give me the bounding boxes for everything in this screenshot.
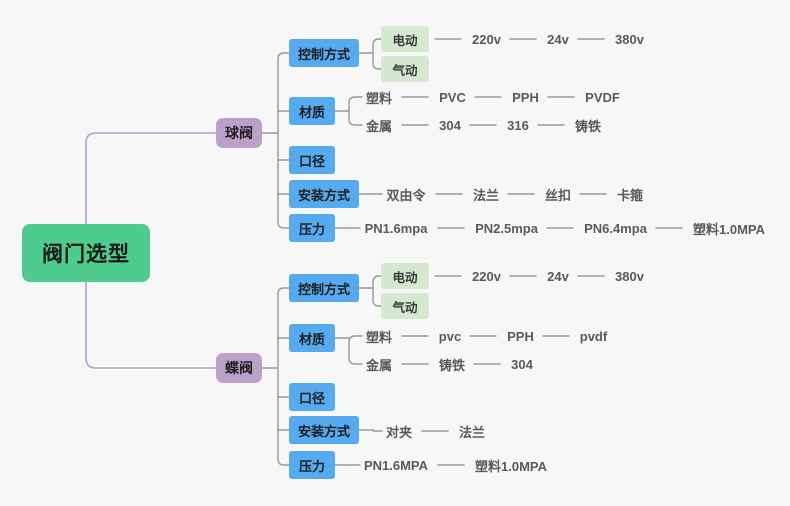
leaf-node-丝扣[interactable]: 丝扣 [544,187,571,203]
leaf-node-380v[interactable]: 380v [615,31,644,47]
leaf-node-卡箍[interactable]: 卡箍 [616,187,643,203]
leaf-node-法兰[interactable]: 法兰 [472,187,499,203]
leaf-node-380v[interactable]: 380v [615,268,644,284]
leaf-node-双由令[interactable]: 双由令 [386,187,426,203]
leaf-node-塑料1.0MPA[interactable]: 塑料1.0MPA [475,458,547,474]
leaf-node-220v[interactable]: 220v [472,268,501,284]
category-node-口径[interactable]: 口径 [289,383,335,411]
leaf-node-铸铁[interactable]: 铸铁 [438,357,465,373]
category-node-控制方式[interactable]: 控制方式 [289,39,359,67]
leaf-node-对夹[interactable]: 对夹 [385,424,412,440]
leaf-node-金属[interactable]: 金属 [365,118,392,134]
leaf-node-24v[interactable]: 24v [547,31,569,47]
root-node[interactable]: 阀门选型 [22,224,150,282]
leaf-node-气动[interactable]: 气动 [381,293,429,319]
leaf-node-PPH[interactable]: PPH [512,89,539,105]
leaf-node-塑料[interactable]: 塑料 [365,90,392,106]
leaf-node-铸铁[interactable]: 铸铁 [574,118,601,134]
leaf-node-法兰[interactable]: 法兰 [458,424,485,440]
branch-node-2[interactable]: 蝶阀 [216,353,262,383]
leaf-node-气动[interactable]: 气动 [381,56,429,82]
category-node-材质[interactable]: 材质 [289,324,335,352]
leaf-node-220v[interactable]: 220v [472,31,501,47]
category-node-压力[interactable]: 压力 [289,451,335,479]
category-node-安装方式[interactable]: 安装方式 [289,180,359,208]
leaf-node-PPH[interactable]: PPH [507,328,534,344]
leaf-node-PN1.6mpa[interactable]: PN1.6mpa [364,220,428,236]
leaf-node-304[interactable]: 304 [439,117,461,133]
leaf-node-24v[interactable]: 24v [547,268,569,284]
leaf-node-pvdf[interactable]: pvdf [579,328,608,344]
category-node-口径[interactable]: 口径 [289,146,335,174]
leaf-node-PVDF[interactable]: PVDF [585,89,620,105]
category-node-控制方式[interactable]: 控制方式 [289,274,359,302]
leaf-node-pvc[interactable]: pvc [438,328,462,344]
leaf-node-金属[interactable]: 金属 [365,357,392,373]
leaf-node-电动[interactable]: 电动 [381,263,429,289]
leaf-node-PVC[interactable]: PVC [439,89,466,105]
leaf-node-塑料[interactable]: 塑料 [365,329,392,345]
leaf-node-PN1.6MPA[interactable]: PN1.6MPA [363,457,429,473]
leaf-node-316[interactable]: 316 [507,117,529,133]
leaf-node-304[interactable]: 304 [511,356,533,372]
leaf-node-PN2.5mpa[interactable]: PN2.5mpa [475,220,538,236]
leaf-node-塑料1.0MPA[interactable]: 塑料1.0MPA [693,221,765,237]
leaf-node-PN6.4mpa[interactable]: PN6.4mpa [584,220,647,236]
branch-node-1[interactable]: 球阀 [216,118,262,148]
category-node-安装方式[interactable]: 安装方式 [289,416,359,444]
category-node-材质[interactable]: 材质 [289,97,335,125]
category-node-压力[interactable]: 压力 [289,214,335,242]
leaf-node-电动[interactable]: 电动 [381,26,429,52]
